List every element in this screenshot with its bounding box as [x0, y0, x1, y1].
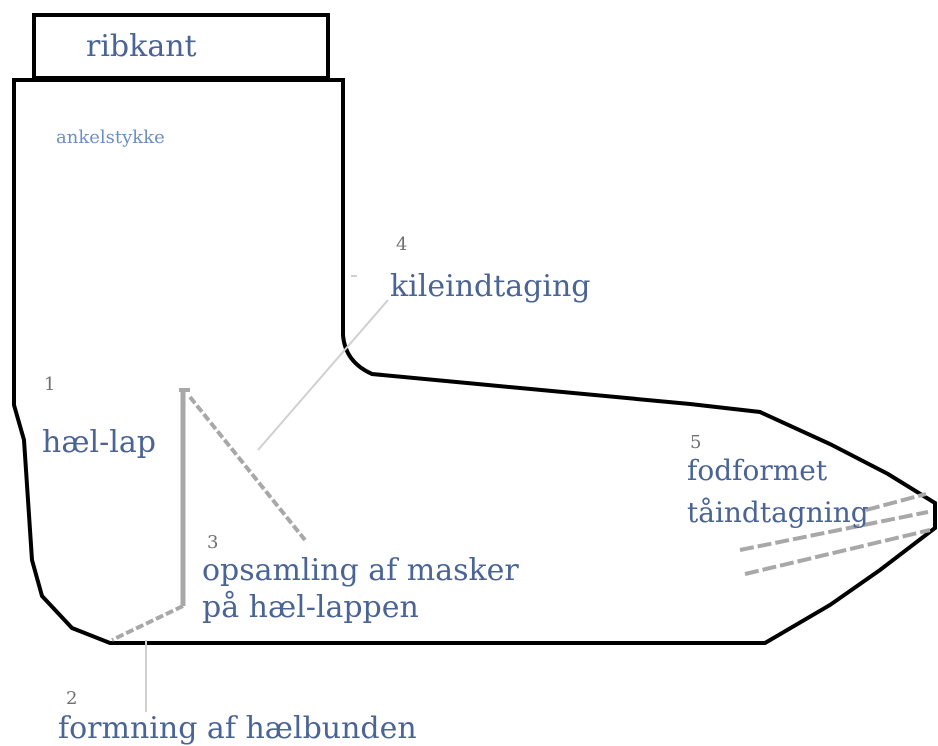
pickup-diagonal-line [188, 395, 307, 542]
kile-leader-line [257, 299, 389, 451]
hael-number: 1 [44, 374, 55, 395]
opsamling-label-line1: opsamling af masker [202, 553, 519, 588]
kile-label: kileindtaging [390, 269, 591, 304]
opsamling-label-line2: på hæl-lappen [202, 590, 419, 625]
heel-turn-line [111, 604, 184, 642]
kile-number: 4 [396, 234, 407, 255]
toe-decrease-line-3 [744, 528, 931, 576]
fod-number: 5 [690, 432, 701, 453]
fod-label-line1: fodformet [687, 454, 828, 487]
ankelstykke-label: ankelstykke [56, 127, 165, 148]
ribkant-label: ribkant [86, 29, 197, 64]
toe-decrease-line-1 [865, 492, 927, 512]
opsamling-number: 3 [207, 532, 218, 553]
toe-decrease-line-2 [739, 510, 929, 552]
formning-label: formning af hælbunden [58, 711, 417, 746]
fod-label-line2: tåindtagning [687, 496, 869, 529]
hael-label: hæl-lap [42, 425, 156, 460]
formning-number: 2 [66, 688, 77, 709]
